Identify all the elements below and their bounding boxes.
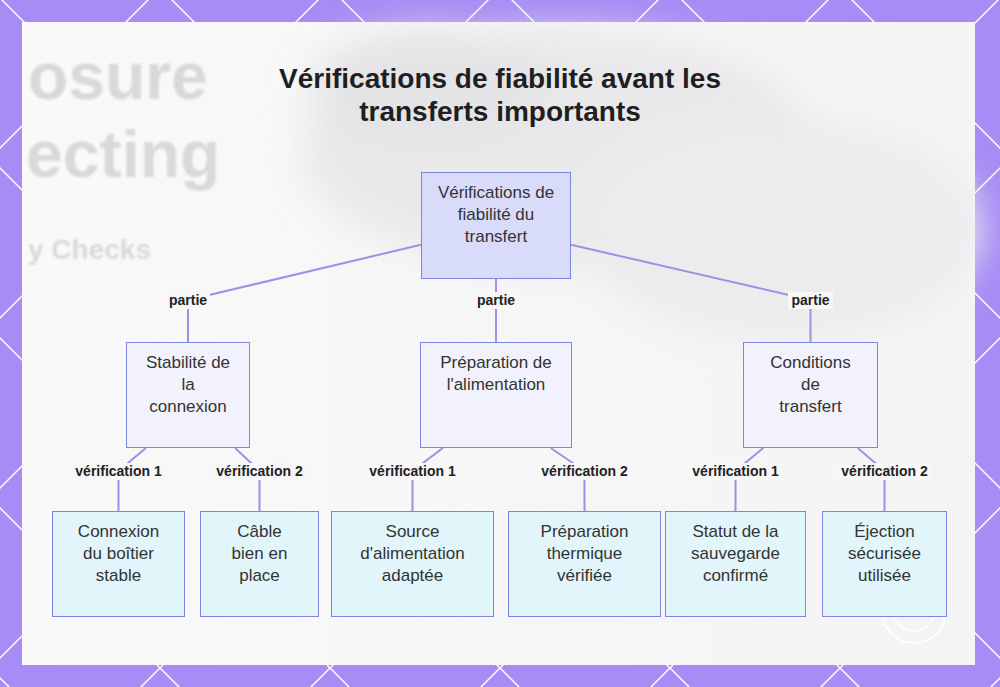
node-label: Préparation de l'alimentation [440,352,552,396]
connector [235,448,259,511]
node-label: Éjection sécurisée utilisée [835,521,935,587]
category-box: Préparation de l'alimentation [420,342,572,448]
node-label: Source d'alimentation adaptée [349,521,477,587]
connector-line [858,448,885,511]
edge-label: vérification 1 [366,463,458,480]
watermark-text: y Checks [28,234,151,265]
root-box: Vérifications de fiabilité du transfert [421,172,571,279]
node-label: Statut de la sauvegarde confirmé [677,521,795,587]
connector-line [571,245,811,342]
connector-line [551,448,585,511]
connector-line [495,279,497,342]
check-box: Éjection sécurisée utilisée [822,511,947,617]
edge-label: partie [166,292,210,309]
check-box: Source d'alimentation adaptée [331,511,494,617]
check-box: Préparation thermique vérifiée [508,511,661,617]
connector [858,448,885,511]
check-box: Connexion du boîtier stable [52,511,185,617]
node-label: Stabilité de la connexion [144,352,232,418]
diagram-title: Vérifications de fiabilité avant les tra… [220,62,780,128]
edge-label: vérification 2 [838,463,930,480]
edge-label: partie [788,292,832,309]
connector [413,448,443,511]
edge-label: partie [474,292,518,309]
node-label: Câble bien en place [225,521,295,587]
connector-line [413,448,443,511]
connector-line [736,448,764,511]
connector [571,245,811,342]
watermark-text: osure [28,40,208,113]
category-box: Conditions de transfert [743,342,878,448]
node-label: Vérifications de fiabilité du transfert [434,182,558,248]
edge-label: vérification 1 [72,463,164,480]
panel [22,22,975,665]
connector [119,448,146,511]
edge-label: vérification 2 [213,463,305,480]
connector-line [188,245,421,342]
edge-label: vérification 1 [689,463,781,480]
edge-label: vérification 2 [538,463,630,480]
connector-line [119,448,146,511]
category-box: Stabilité de la connexion [126,342,250,448]
node-label: Connexion du boîtier stable [71,521,167,587]
connector [551,448,585,511]
connector [496,279,497,342]
node-label: Conditions de transfert [769,352,853,418]
connector [736,448,764,511]
connector-line [235,448,259,511]
check-box: Câble bien en place [200,511,319,617]
watermark-text: ecting [26,118,220,191]
node-label: Préparation thermique vérifiée [530,521,640,587]
check-box: Statut de la sauvegarde confirmé [665,511,806,617]
connector [188,245,421,342]
